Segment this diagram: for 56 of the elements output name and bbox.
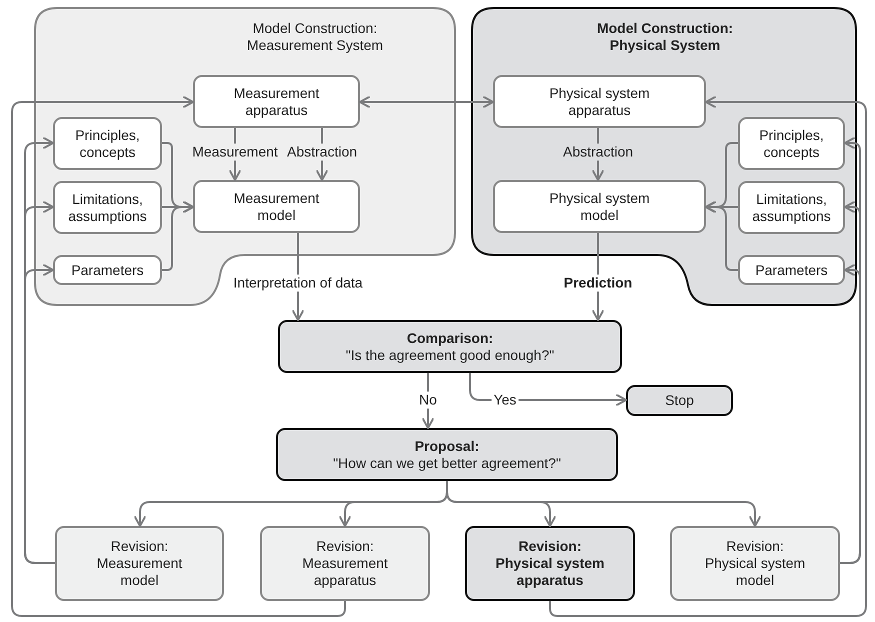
box-text: Limitations, assumptions [751,190,832,224]
box-text: Principles, concepts [74,126,141,160]
box-heading: Revision: [725,538,785,556]
process-box [738,255,845,285]
box-text: Parameters [754,262,829,278]
box-heading: Comparison: [406,330,494,346]
box-text: Physical system model [704,555,806,589]
box-text: Parameters [70,262,145,278]
box-text: Principles, concepts [758,126,825,160]
arrow [359,96,494,108]
box-heading: Proposal: [414,438,480,454]
box-text: Physical system apparatus [548,84,651,118]
box-text: Physical system model [548,190,651,224]
box-heading: Revision: [110,538,170,556]
edge-label: No [417,392,439,408]
process-box [53,255,162,285]
edge-label: Abstraction [284,144,360,160]
box-text: Measurement apparatus [232,84,320,118]
process-box [626,385,733,416]
process-box [193,180,360,233]
box-text: Measurement model [232,190,320,224]
edge-label: Prediction [562,274,634,292]
process-box [55,526,224,601]
group-title: Model Construction: Physical System [596,20,734,54]
arrow [705,200,738,271]
box-heading: Revision: [517,538,582,556]
edge-label: Measurement [190,144,280,160]
arrow [549,96,867,617]
arrow [840,264,861,564]
process-box [278,320,622,373]
box-text: Measurement model [96,555,184,589]
arrow [422,373,434,429]
box-text: Physical system apparatus [494,555,606,589]
process-box [493,75,706,128]
box-text: "Is the agreement good enough?" [344,346,556,364]
box-text: "How can we get better agreement?" [332,454,562,472]
process-box [738,181,845,234]
box-heading: Revision: [315,538,375,556]
arrow [446,481,762,527]
process-box [670,526,840,601]
edge-label: Abstraction [560,144,636,160]
arrow [162,200,194,271]
box-text: Limitations, assumptions [67,190,148,224]
arrow [11,96,346,617]
box-text: Stop [664,392,695,409]
process-box [493,180,706,233]
process-box [465,526,635,601]
group-title: Model Construction: Measurement System [246,20,384,54]
process-box [260,526,430,601]
process-box [738,117,845,170]
arrow [24,264,55,564]
process-box [53,181,162,234]
process-box [53,117,162,170]
process-box [193,75,360,128]
box-text: Measurement apparatus [301,555,389,589]
process-box [276,428,618,481]
